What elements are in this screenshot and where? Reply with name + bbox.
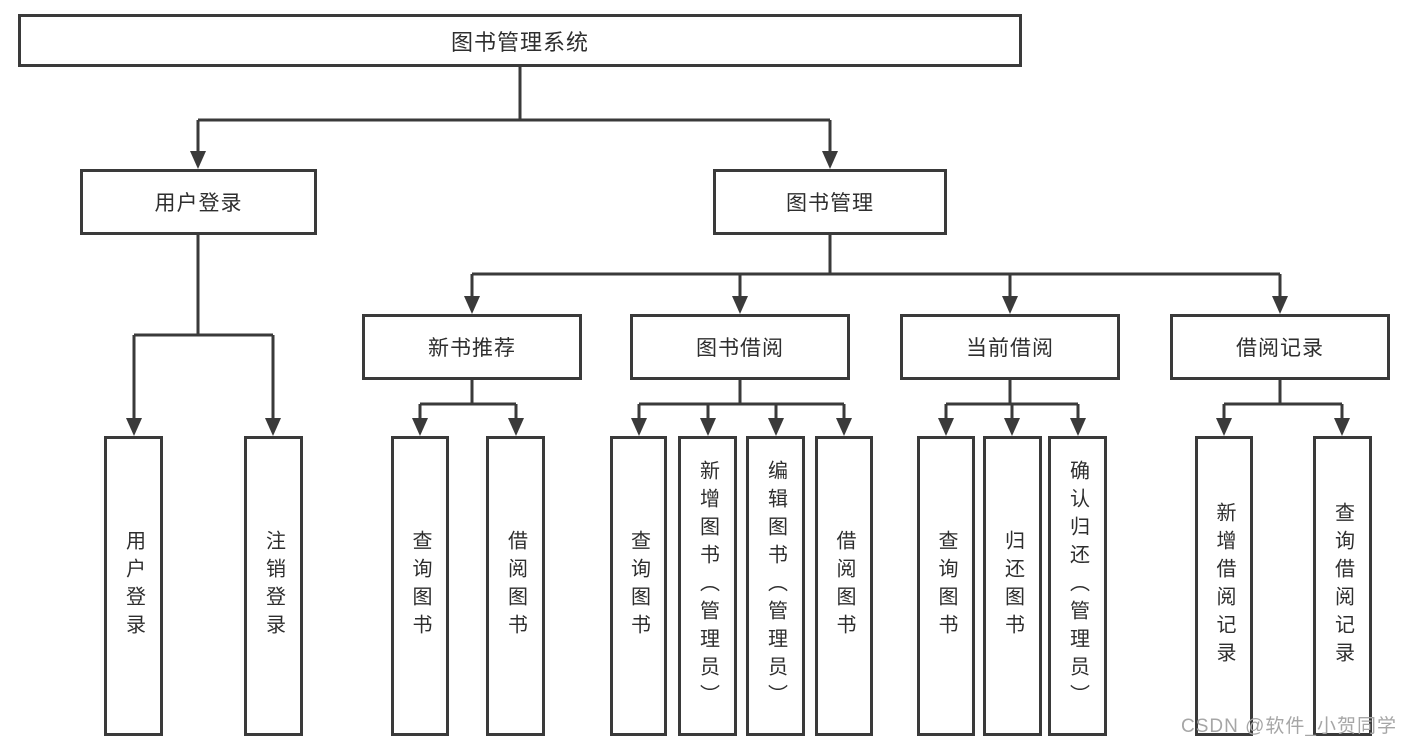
arrow-icon [464, 296, 480, 314]
arrow-icon [412, 418, 428, 436]
node-new-books: 新书推荐 [362, 314, 582, 380]
arrow-icon [1216, 418, 1232, 436]
leaf-current-return: 归还图书 [983, 436, 1042, 736]
leaf-current-confirm: 确认归还（管理员） [1048, 436, 1107, 736]
node-book-mgmt: 图书管理 [713, 169, 947, 235]
arrow-icon [190, 151, 206, 169]
leaf-current-query: 查询图书 [917, 436, 975, 736]
leaf-borrowing-borrow-label: 借阅图书 [833, 530, 855, 642]
leaf-borrowing-add-label: 新增图书（管理员） [696, 460, 719, 712]
node-records: 借阅记录 [1170, 314, 1390, 380]
leaf-newbooks-borrow-label: 借阅图书 [504, 530, 527, 642]
leaf-records-query: 查询借阅记录 [1313, 436, 1372, 736]
leaf-borrowing-query-label: 查询图书 [627, 530, 650, 642]
leaf-newbooks-query: 查询图书 [391, 436, 449, 736]
leaf-current-return-label: 归还图书 [1001, 530, 1024, 642]
arrow-icon [1070, 418, 1086, 436]
node-current: 当前借阅 [900, 314, 1120, 380]
leaf-newbooks-borrow: 借阅图书 [486, 436, 545, 736]
node-records-label: 借阅记录 [1236, 337, 1324, 360]
node-root: 图书管理系统 [18, 14, 1022, 67]
leaf-borrowing-edit: 编辑图书（管理员） [746, 436, 805, 736]
arrow-icon [508, 418, 524, 436]
node-root-label: 图书管理系统 [450, 29, 589, 55]
leaf-user-login-label: 用户登录 [122, 530, 145, 642]
node-book-mgmt-label: 图书管理 [786, 192, 874, 215]
arrow-icon [1272, 296, 1288, 314]
arrow-icon [822, 151, 838, 169]
node-borrowing: 图书借阅 [630, 314, 850, 380]
arrow-icon [732, 296, 748, 314]
leaf-logout-label: 注销登录 [262, 530, 285, 642]
leaf-records-add-label: 新增借阅记录 [1213, 502, 1235, 670]
leaf-user-login: 用户登录 [104, 436, 163, 736]
arrow-icon [700, 418, 716, 436]
arrow-icon [631, 418, 647, 436]
node-user-login: 用户登录 [80, 169, 317, 235]
arrow-icon [265, 418, 281, 436]
node-user-login-label: 用户登录 [154, 192, 243, 215]
arrow-icon [768, 418, 784, 436]
arrow-icon [1004, 418, 1020, 436]
leaf-borrowing-edit-label: 编辑图书（管理员） [764, 460, 787, 712]
leaf-current-query-label: 查询图书 [935, 530, 957, 642]
arrow-icon [126, 418, 142, 436]
node-new-books-label: 新书推荐 [428, 337, 516, 360]
arrow-icon [836, 418, 852, 436]
leaf-records-query-label: 查询借阅记录 [1331, 502, 1354, 670]
leaf-borrowing-add: 新增图书（管理员） [678, 436, 737, 736]
arrow-icon [1002, 296, 1018, 314]
node-borrowing-label: 图书借阅 [696, 337, 784, 360]
node-current-label: 当前借阅 [966, 337, 1054, 360]
leaf-borrowing-borrow: 借阅图书 [815, 436, 873, 736]
leaf-newbooks-query-label: 查询图书 [409, 530, 431, 642]
arrow-icon [938, 418, 954, 436]
arrow-icon [1334, 418, 1350, 436]
leaf-logout: 注销登录 [244, 436, 303, 736]
leaf-current-confirm-label: 确认归还（管理员） [1066, 460, 1089, 712]
leaf-borrowing-query: 查询图书 [610, 436, 667, 736]
leaf-records-add: 新增借阅记录 [1195, 436, 1253, 736]
